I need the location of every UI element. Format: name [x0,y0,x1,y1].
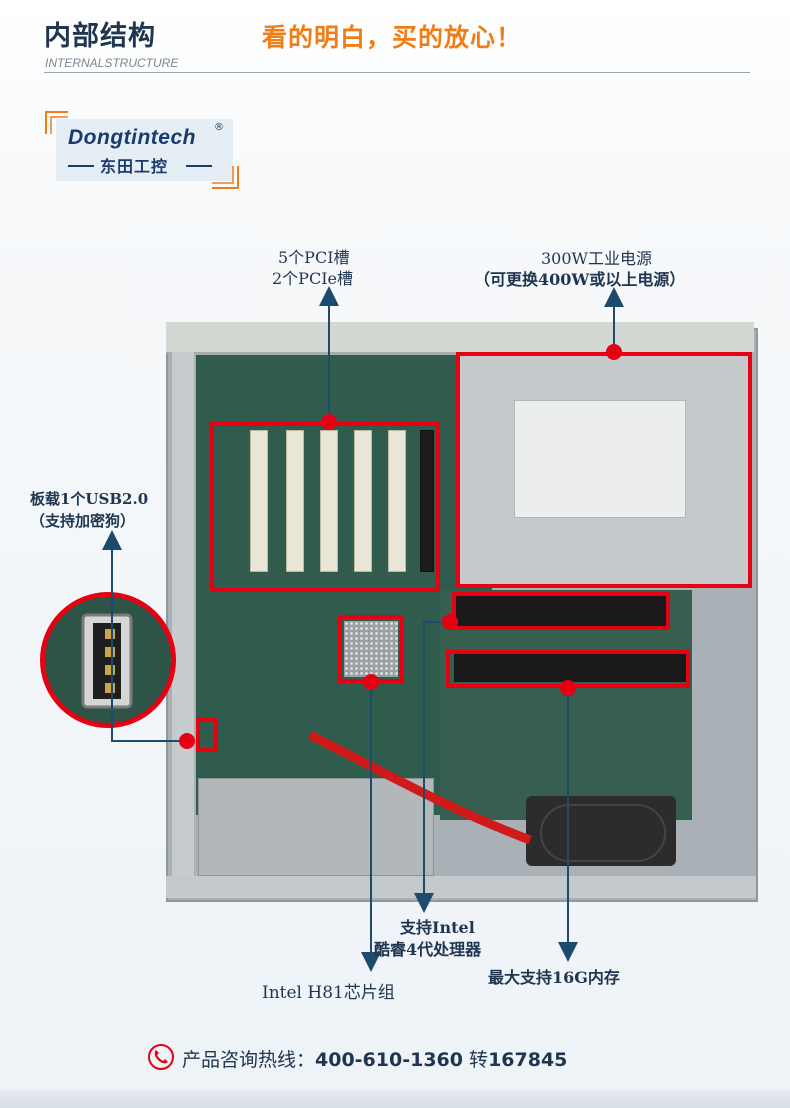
pci-label-line1: 5个PCI槽 [278,248,350,267]
usb-zoom-photo [40,592,176,728]
pci-marker-dot [321,414,337,430]
chassis-bottom-rail [166,876,756,898]
drive-bay [198,778,434,876]
power-supply-label [514,400,686,518]
logo-corner-decoration [212,166,239,189]
usb-highlight-box [196,718,218,752]
cpu-memory-highlight-box [452,592,670,630]
psu-marker-dot [606,344,622,360]
usb-marker-dot [179,733,195,749]
pci-slot [388,430,406,572]
pci-slot [250,430,268,572]
footer-bar [0,1090,790,1108]
pci-label-line2: 2个PCIe槽 [272,269,353,288]
page-subtitle: INTERNALSTRUCTURE [45,56,179,70]
slogan: 看的明白，买的放心！ [262,23,523,52]
usb-port-icon [81,613,133,709]
sata-cable [307,730,532,845]
hotline: 产品咨询热线：400-610-1360 转167845 [182,1045,567,1072]
header-divider [44,72,750,73]
cpu-label-line2: 酷睿4代处理器 [374,940,482,959]
memory-slot [454,652,690,682]
pci-slot [320,430,338,572]
logo-brand-cn: 东田工控 [100,157,169,176]
logo-registered-mark: ® [214,122,224,133]
page-title: 内部结构 [44,21,156,52]
cpu-marker-dot [442,614,458,630]
fan-grill [540,804,666,862]
logo-dash-right [186,165,212,167]
psu-label-line1: 300W工业电源 [541,249,652,268]
usb-label-line1: 板载1个USB2.0 [30,490,149,508]
chipset-marker-dot [363,674,379,690]
usb-label-line2: （支持加密狗） [30,512,136,530]
psu-highlight-box [456,352,752,588]
hotline-ext-label: 转 [469,1049,489,1071]
hotline-number[interactable]: 400-610-1360 [315,1049,463,1071]
logo-dash-left [68,165,94,167]
psu-label-line2: （可更换400W或以上电源） [474,270,686,289]
chipset-label: Intel H81芯片组 [262,983,395,1003]
memory-slot [456,596,666,626]
memory-marker-dot [560,680,576,696]
pci-slot [354,430,372,572]
chipset-heatsink [344,621,398,677]
pci-slot [286,430,304,572]
brand-logo [56,119,233,181]
phone-icon [148,1044,174,1070]
logo-brand-en: Dongtintech [68,126,196,149]
memory-label: 最大支持16G内存 [488,968,620,987]
hotline-ext: 167845 [488,1049,568,1071]
chassis-side-rail [172,352,194,892]
logo-corner-decoration [45,111,68,134]
hotline-label: 产品咨询热线： [182,1049,316,1071]
pcie-slot [420,430,434,572]
cpu-label-line1: 支持Intel [400,918,475,937]
